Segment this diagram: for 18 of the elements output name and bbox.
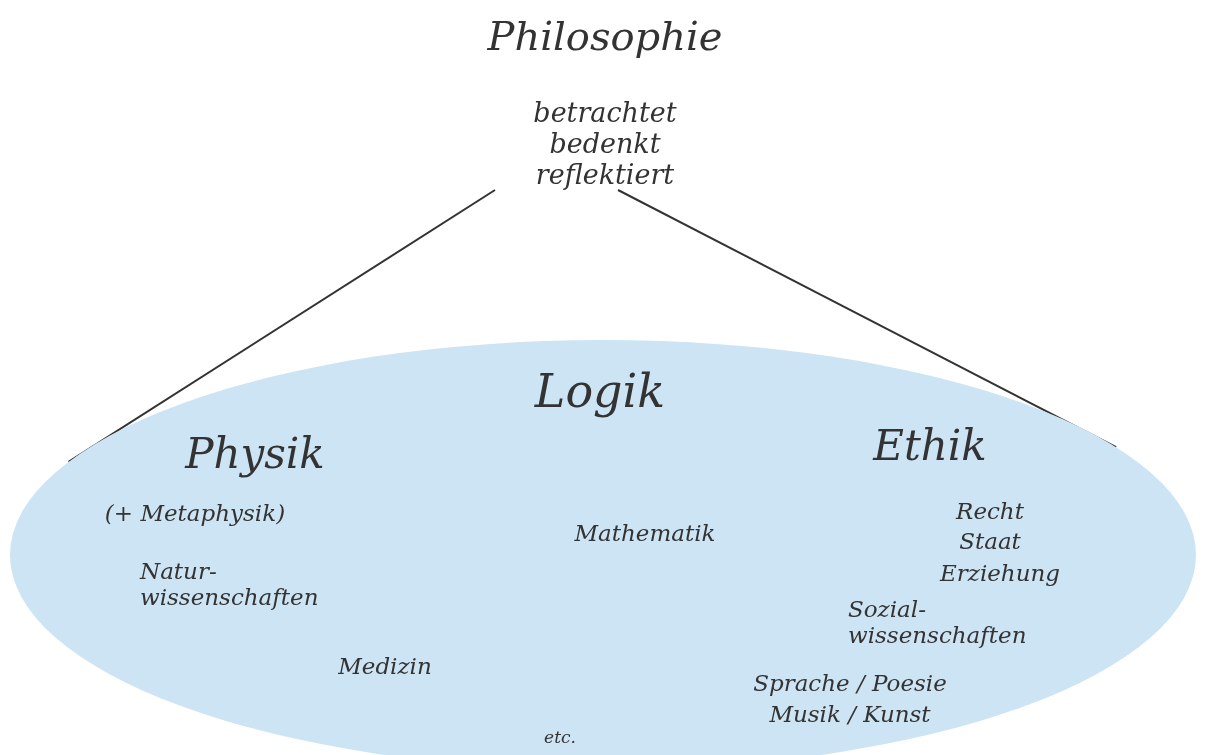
text-label: Natur- wissenschaften [140, 558, 320, 611]
text-label: etc. [544, 728, 576, 748]
heading: Physik [185, 430, 325, 479]
text-label: Recht [956, 498, 1024, 525]
text-label: Sprache / Poesie [753, 670, 947, 697]
connector-line [617, 189, 1118, 449]
heading: Ethik [873, 422, 987, 471]
text-label: Musik / Kunst [769, 701, 931, 728]
heading: Philosophie [487, 13, 723, 59]
text-label: Mathematik [574, 520, 716, 547]
text-label: Staat [959, 528, 1021, 555]
connector-line [67, 189, 496, 463]
text-label: (+ Metaphysik) [104, 500, 286, 527]
text-label: betrachtet bedenkt reflektiert [532, 97, 678, 191]
text-label: Sozial- wissenschaften [848, 596, 1028, 649]
text-label: Erziehung [940, 560, 1060, 587]
text-label: Medizin [338, 653, 432, 680]
heading: Logik [534, 365, 666, 418]
